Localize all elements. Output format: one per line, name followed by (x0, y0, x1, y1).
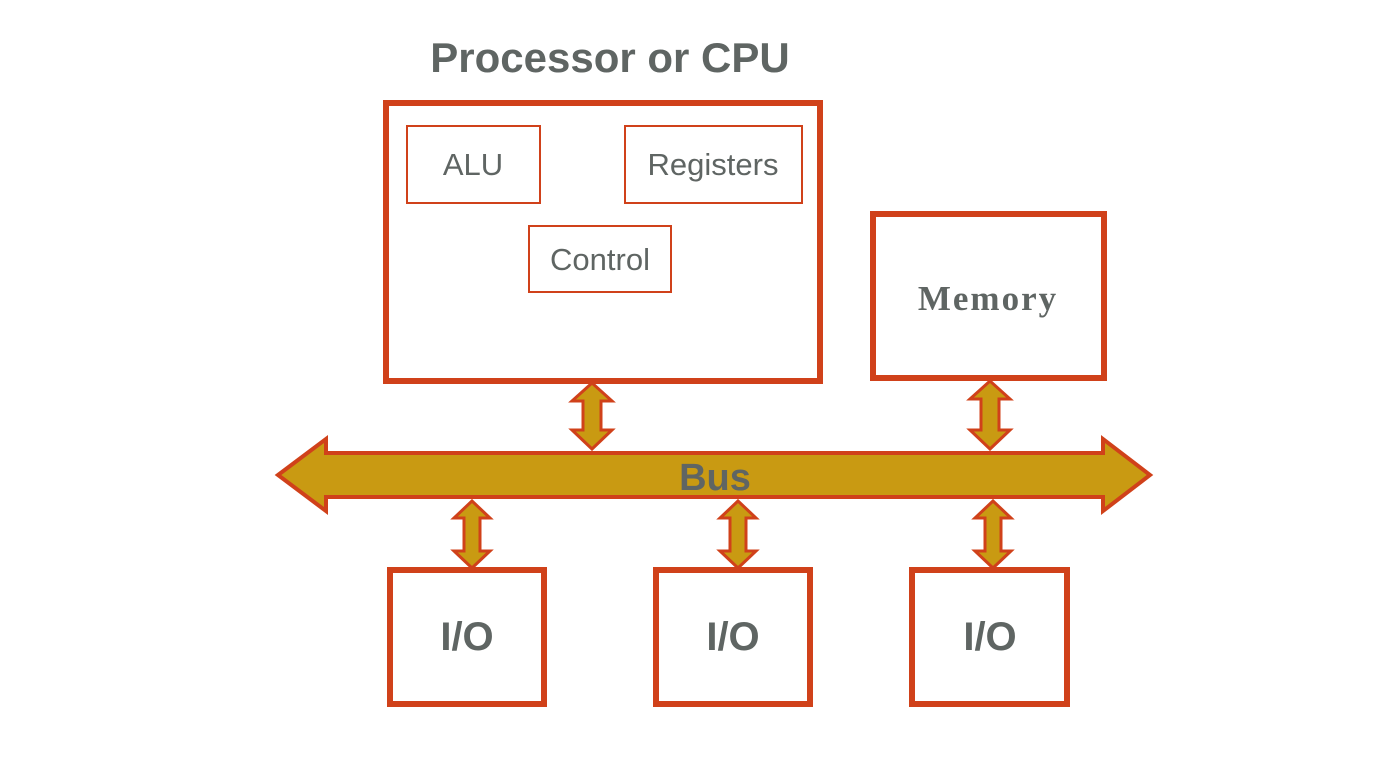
control-label: Control (550, 242, 650, 277)
bus-label: Bus (679, 457, 751, 499)
io-box-3 (909, 567, 1070, 707)
io-label-1: I/O (440, 615, 493, 659)
io-3-bus-connector-arrow (971, 498, 1015, 571)
io-label-2: I/O (706, 615, 759, 659)
registers-label: Registers (648, 147, 779, 182)
alu-box (406, 125, 541, 204)
io-1-bus-connector-arrow (450, 498, 494, 571)
io-label-3: I/O (963, 615, 1016, 659)
control-box (528, 225, 672, 293)
bus-arrow (274, 434, 1154, 516)
io-2-bus-connector-arrow (716, 498, 760, 571)
io-box-2 (653, 567, 813, 707)
registers-box (624, 125, 803, 204)
io-box-1 (387, 567, 547, 707)
cpu-bus-connector-arrow (568, 380, 616, 452)
memory-label: Memory (918, 279, 1058, 318)
processor-title: Processor or CPU (430, 34, 789, 81)
alu-label: ALU (443, 147, 503, 182)
memory-box (870, 211, 1107, 381)
memory-bus-connector-arrow (966, 378, 1014, 452)
